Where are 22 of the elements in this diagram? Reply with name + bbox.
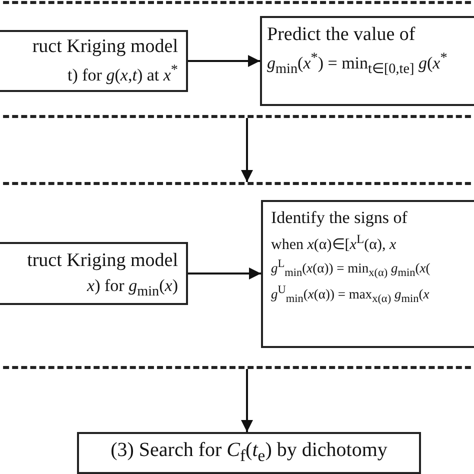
box-text: ruct Kriging model	[31, 36, 178, 58]
box-text: (3) Search for C$_{f}$(t$_{e}$) by dichotomy	[110, 439, 388, 466]
formula-text: when x(α)∈[x$^{L}$(α), x	[271, 232, 398, 254]
dashed-region	[0, 182, 474, 369]
formula-text: t) for g(x,t) at x$^{*}$	[66, 62, 178, 86]
formula-text: x) for g$_{min}$(x)	[86, 276, 178, 300]
process-box	[77, 432, 421, 474]
arrow	[241, 118, 253, 182]
dashed-region	[0, 1, 474, 118]
process-box	[0, 30, 188, 92]
box-text: Predict the value of	[267, 24, 416, 46]
formula-text: g$^{L}$$_{min}$(x(α)) = min$_{x(α)}$ g$_{min}$(x(	[271, 258, 432, 280]
formula-text: g$^{U}$$_{min}$(x(α)) = max$_{x(α)}$ g$_{min}$(x	[271, 284, 430, 306]
arrow	[188, 268, 261, 280]
process-box	[260, 16, 474, 106]
formula-text: g$_{min}$(x$^{*}$) = min$_{t∈[0,te]}$ g(x$^{*}$	[267, 50, 448, 78]
process-box	[0, 242, 188, 305]
process-box	[261, 200, 474, 348]
box-text: truct Kriging model	[26, 250, 178, 272]
arrow	[241, 369, 253, 432]
box-text: Identify the signs of	[271, 208, 408, 228]
arrow	[188, 55, 260, 67]
